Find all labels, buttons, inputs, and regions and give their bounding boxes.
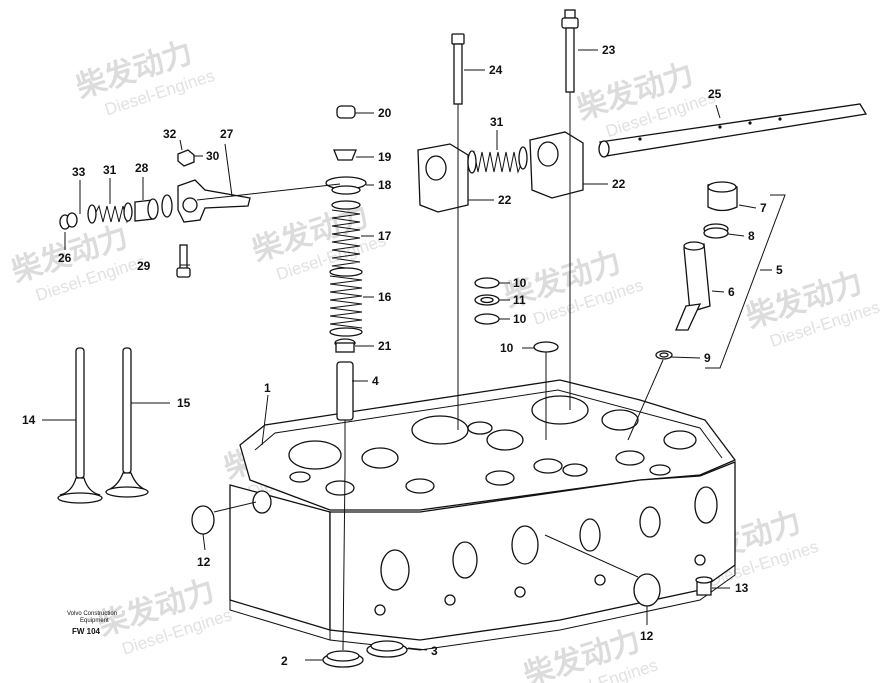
callout-23: 23 (602, 43, 616, 57)
callout-25: 25 (708, 87, 722, 101)
callout-9: 9 (704, 351, 711, 365)
rocker-shaft-assembly (417, 9, 868, 213)
leader-lines (42, 49, 772, 661)
valve-spring-stack (325, 105, 367, 470)
callout-5: 5 (776, 263, 783, 277)
callout-4: 4 (372, 374, 379, 388)
callout-2: 2 (281, 654, 288, 668)
callout-18: 18 (378, 178, 392, 192)
callout-10c: 10 (500, 341, 514, 355)
callout-8: 8 (748, 229, 755, 243)
callout-30: 30 (206, 149, 220, 163)
footer-company: Volvo Construction (67, 611, 117, 617)
callout-19: 19 (378, 150, 392, 164)
callout-12a: 12 (197, 555, 211, 569)
callout-1: 1 (264, 381, 271, 395)
callout-11: 11 (513, 293, 526, 307)
callout-33: 33 (72, 165, 86, 179)
callout-29: 29 (137, 259, 151, 273)
callout-14: 14 (22, 413, 36, 427)
footer-code: FW 104 (72, 627, 101, 636)
alignment-lines (196, 92, 664, 651)
callout-20: 20 (378, 106, 392, 120)
callout-24: 24 (489, 63, 503, 77)
callout-15: 15 (177, 396, 191, 410)
valve-15 (105, 347, 149, 498)
callout-16: 16 (378, 290, 392, 304)
callout-17: 17 (378, 229, 392, 243)
callout-28: 28 (135, 161, 149, 175)
callout-22a: 22 (498, 193, 512, 207)
callout-3: 3 (431, 644, 438, 658)
valve-14 (57, 347, 103, 504)
callout-27: 27 (220, 127, 234, 141)
callout-21: 21 (378, 339, 392, 353)
callout-26: 26 (58, 251, 72, 265)
footer-block: Volvo Construction Equipment FW 104 (67, 611, 117, 636)
callout-7: 7 (760, 201, 767, 215)
pushrod-assembly (655, 181, 786, 369)
cylinder-head (229, 379, 737, 651)
footer-company-line2: Equipment (80, 618, 109, 624)
callout-32: 32 (163, 127, 177, 141)
callout-31a: 31 (103, 163, 117, 177)
rocker-assembly-left (59, 149, 251, 278)
callout-12b: 12 (640, 629, 654, 643)
callout-labels: 1 2 3 4 5 6 7 8 9 10 10 10 11 12 12 13 1… (22, 43, 783, 668)
callout-22b: 22 (612, 177, 626, 191)
callout-10a: 10 (513, 276, 527, 290)
callout-13: 13 (735, 581, 749, 595)
callout-10b: 10 (513, 312, 527, 326)
loose-parts (191, 277, 713, 668)
callout-31b: 31 (490, 115, 504, 129)
callout-6: 6 (728, 285, 735, 299)
